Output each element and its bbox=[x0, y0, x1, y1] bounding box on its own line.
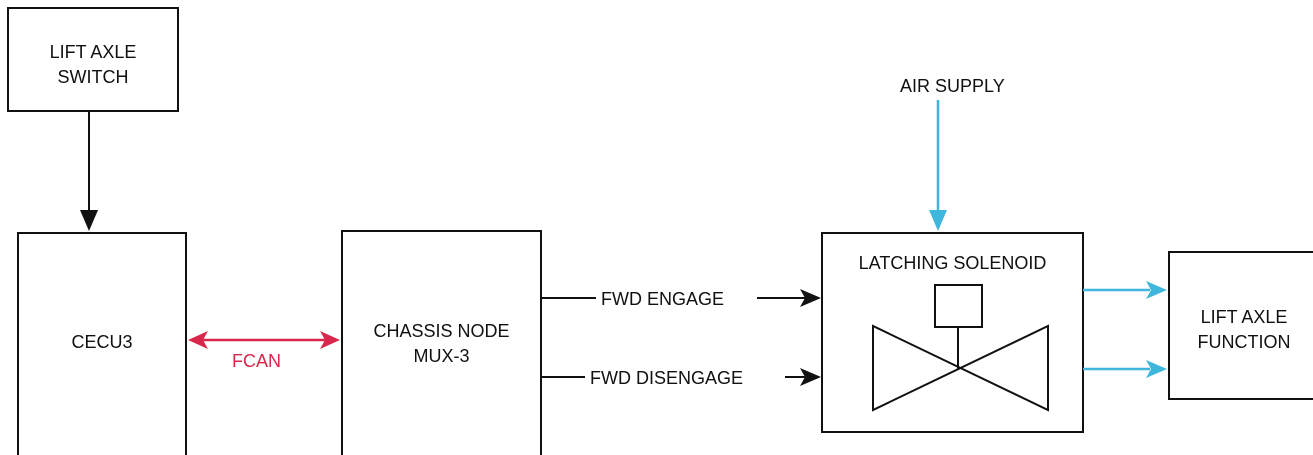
fwd-disengage-label: FWD DISENGAGE bbox=[590, 368, 744, 388]
chassis-node-label: CHASSIS NODE MUX-3 bbox=[342, 319, 541, 369]
lift-axle-function-line-1: LIFT AXLE bbox=[1200, 307, 1288, 327]
chassis-node-line-2: MUX-3 bbox=[413, 346, 470, 366]
latching-solenoid-label: LATCHING SOLENOID bbox=[858, 253, 1047, 273]
cecu3-label: CECU3 bbox=[71, 332, 133, 352]
air-supply-label: AIR SUPPLY bbox=[900, 76, 1005, 96]
switch-to-cecu3-arrow bbox=[80, 111, 98, 231]
air-output-arrow-top bbox=[1083, 281, 1167, 299]
lift-axle-switch-line-1: LIFT AXLE bbox=[49, 42, 137, 62]
fwd-disengage-line bbox=[541, 368, 821, 386]
fwd-engage-label: FWD ENGAGE bbox=[601, 289, 725, 309]
chassis-node-line-1: CHASSIS NODE bbox=[373, 321, 510, 341]
solenoid-valve-symbol bbox=[872, 284, 1049, 412]
lift-axle-function-label: LIFT AXLE FUNCTION bbox=[1169, 305, 1313, 355]
latching-solenoid-box bbox=[821, 232, 1084, 433]
air-supply-arrow bbox=[929, 100, 947, 231]
fcan-arrow bbox=[188, 331, 340, 349]
lift-axle-switch-box bbox=[7, 7, 179, 112]
lift-axle-function-box bbox=[1168, 251, 1313, 400]
cecu3-box bbox=[17, 232, 187, 455]
fwd-engage-line bbox=[541, 289, 821, 307]
lift-axle-switch-label: LIFT AXLE SWITCH bbox=[8, 40, 178, 90]
chassis-node-box bbox=[341, 230, 542, 455]
lift-axle-switch-line-2: SWITCH bbox=[57, 67, 129, 87]
lift-axle-function-line-2: FUNCTION bbox=[1197, 332, 1291, 352]
fcan-label: FCAN bbox=[232, 351, 281, 371]
air-output-arrow-bottom bbox=[1083, 360, 1167, 378]
